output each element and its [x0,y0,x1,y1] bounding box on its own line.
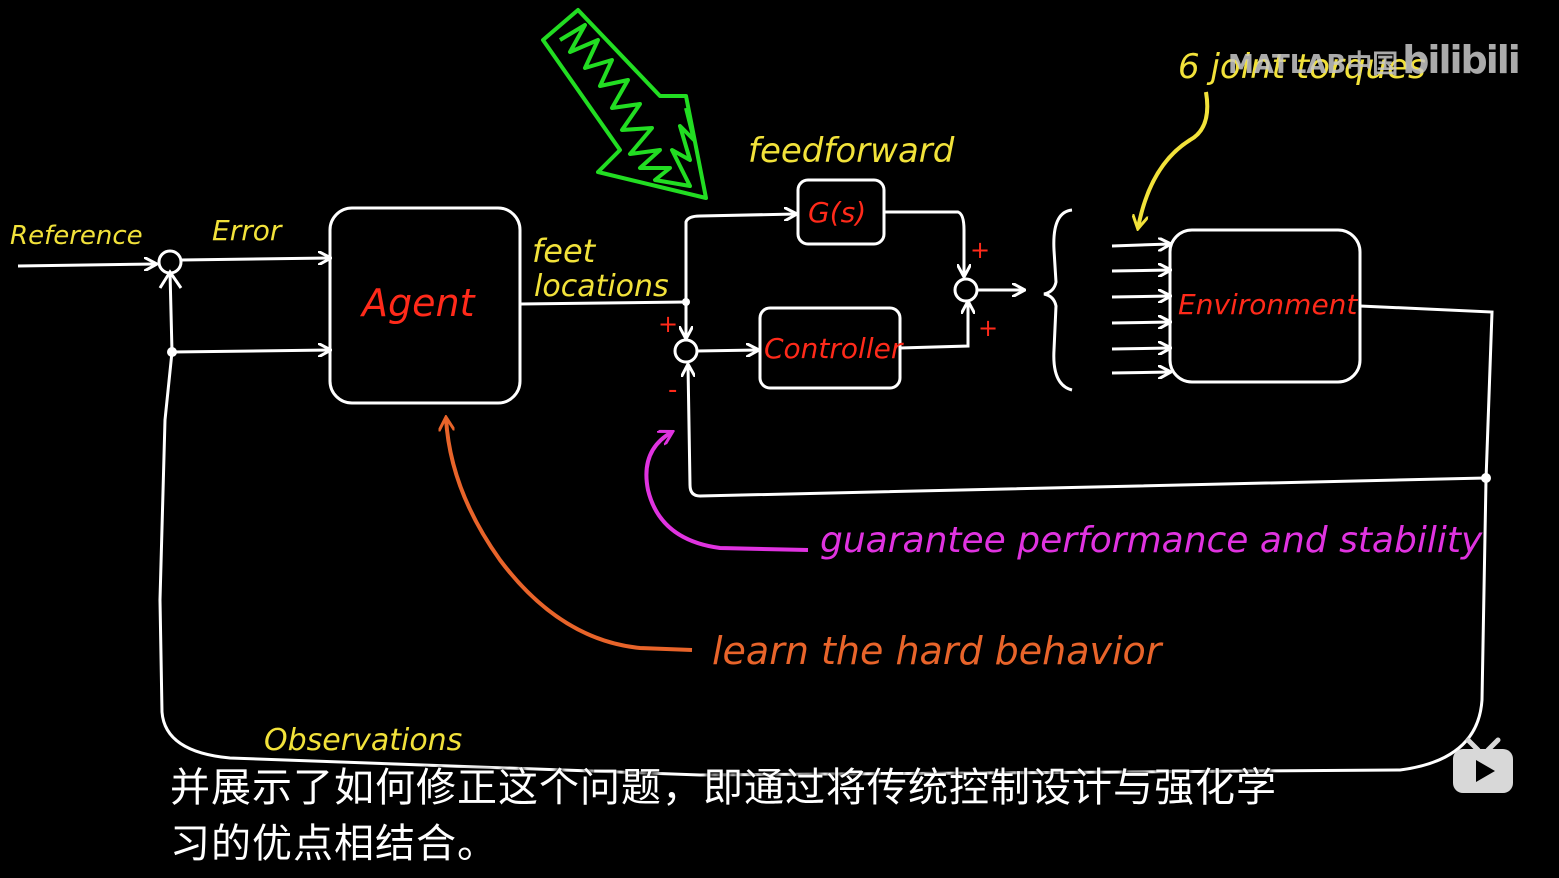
controller-label: Controller [764,332,904,365]
subtitle-line-1: 并展示了如何修正这个问题，即通过将传统控制设计与强化学 [170,765,1277,811]
observations-label: Observations [264,723,462,758]
output-sum-junction [953,277,979,303]
feedback-arrowhead [158,269,183,289]
learn-annotation: learn the hard behavior [712,629,1164,673]
plus-bottom-sign: + [978,314,998,342]
torque-arrows [1111,244,1170,373]
guarantee-annotation: guarantee performance and stability [820,520,1483,561]
minus-sum-sign: - [668,375,677,405]
locations-label: locations [534,269,669,304]
error-line [180,258,330,260]
sum-to-controller-line [696,350,758,351]
branch-dot-right [1481,473,1491,483]
error-label: Error [212,214,283,247]
bilibili-tv-icon[interactable] [1450,736,1516,796]
environment-box [1168,228,1362,384]
watermark-brand: MATLAB中国 [1228,50,1399,80]
plus-top-sign: + [970,236,990,264]
subtitle-line-2: 习的优点相结合。 [170,821,498,867]
learn-pointer [446,418,693,652]
reference-label: Reference [10,221,143,251]
subtitle: 并展示了如何修正这个问题，即通过将传统控制设计与强化学 习的优点相结合。 [170,760,1400,872]
bilibili-logo: bilibili [1402,38,1521,82]
feet-locations-line [519,300,687,306]
feedforward-branch-line [684,214,796,302]
gs-label: G(s) [808,196,866,229]
plus-sum-sign: + [658,310,678,338]
green-attention-arrow-icon [541,8,708,200]
agent-label: Agent [359,281,477,325]
joint-torques-pointer [1138,91,1210,228]
observation-to-agent-line [171,350,330,352]
joint-torques-label: 6 joint torques [1178,47,1426,87]
feedback-loop-line [158,271,1494,777]
torques-brace [1043,208,1073,392]
reference-line [17,264,156,266]
inner-feedback-line [688,365,1487,498]
controller-to-sum-line [899,302,968,350]
controller-sum-junction [673,338,699,364]
agent-box [328,206,522,405]
feedforward-label: feedforward [748,131,955,171]
environment-label: Environment [1178,288,1358,321]
guarantee-pointer [644,432,809,552]
gs-to-sum-line [884,210,964,276]
feet-label: feet [532,232,597,270]
